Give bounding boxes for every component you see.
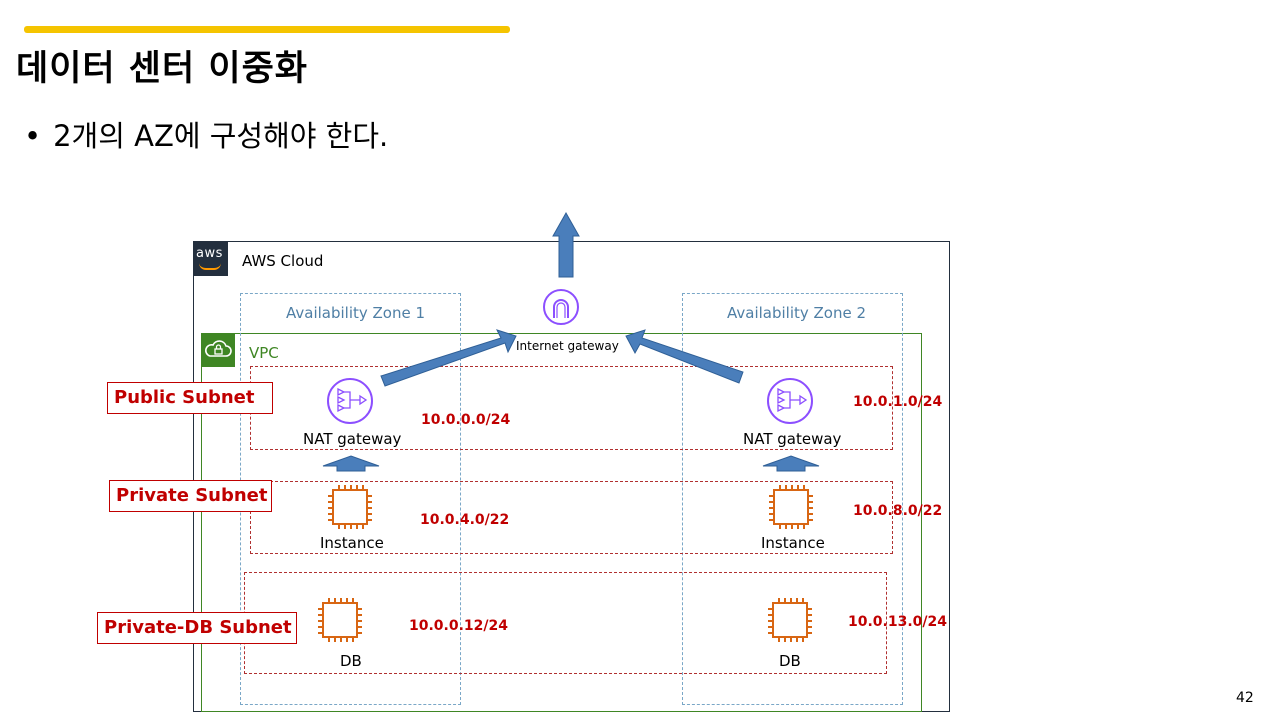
nat-gateway-1-label: NAT gateway [303,430,402,448]
public-subnet-label: Public Subnet [107,382,273,414]
accent-bar [24,26,510,33]
vpc-boundary [201,333,922,712]
aws-logo-text: aws [196,246,223,261]
az2-label: Availability Zone 2 [727,304,867,322]
db-1-icon [318,598,362,642]
internet-up-arrow [552,211,580,278]
cidr-public-az2: 10.0.1.0/24 [853,394,943,410]
cidr-db-az1: 10.0.0.12/24 [409,618,508,634]
internet-gateway-icon [543,289,579,325]
db-2-icon [768,598,812,642]
instance-2-label: Instance [761,534,825,552]
aws-smile-icon [199,263,221,270]
instance-1-icon [328,485,372,529]
nat-gateway-2-icon [767,378,813,424]
instance2-to-nat2-arrow [762,455,820,472]
bullet-dot-icon: • [24,119,42,153]
nat-gateway-2-label: NAT gateway [743,430,842,448]
nat2-to-igw-arrow [625,329,744,384]
instance-2-icon [769,485,813,529]
bullet-text: 2개의 AZ에 구성해야 한다. [53,119,389,153]
nat1-to-igw-arrow [380,329,517,387]
db-1-label: DB [340,652,362,670]
vpc-label: VPC [249,344,279,362]
instance1-to-nat1-arrow [322,455,380,472]
page-number: 42 [1236,690,1254,706]
aws-cloud-label: AWS Cloud [242,252,324,270]
db-2-label: DB [779,652,801,670]
slide-title: 데이터 센터 이중화 [16,49,308,89]
cidr-private-az1: 10.0.4.0/22 [420,512,510,528]
nat-gateway-1-icon [327,378,373,424]
az1-label: Availability Zone 1 [286,304,426,322]
private-subnet-boundary [250,481,893,554]
vpc-cloud-lock-icon [201,333,235,367]
cidr-db-az2: 10.0.13.0/24 [848,614,947,630]
cidr-public-az1: 10.0.0.0/24 [421,412,511,428]
instance-1-label: Instance [320,534,384,552]
internet-gateway-label: Internet gateway [516,339,619,353]
bullet-point: • 2개의 AZ에 구성해야 한다. [24,113,388,155]
aws-logo-icon: aws [193,241,228,276]
availability-zone-2 [682,293,903,705]
cidr-private-az2: 10.0.8.0/22 [853,503,943,519]
private-db-subnet-label: Private-DB Subnet [97,612,297,644]
private-subnet-label: Private Subnet [109,480,272,512]
